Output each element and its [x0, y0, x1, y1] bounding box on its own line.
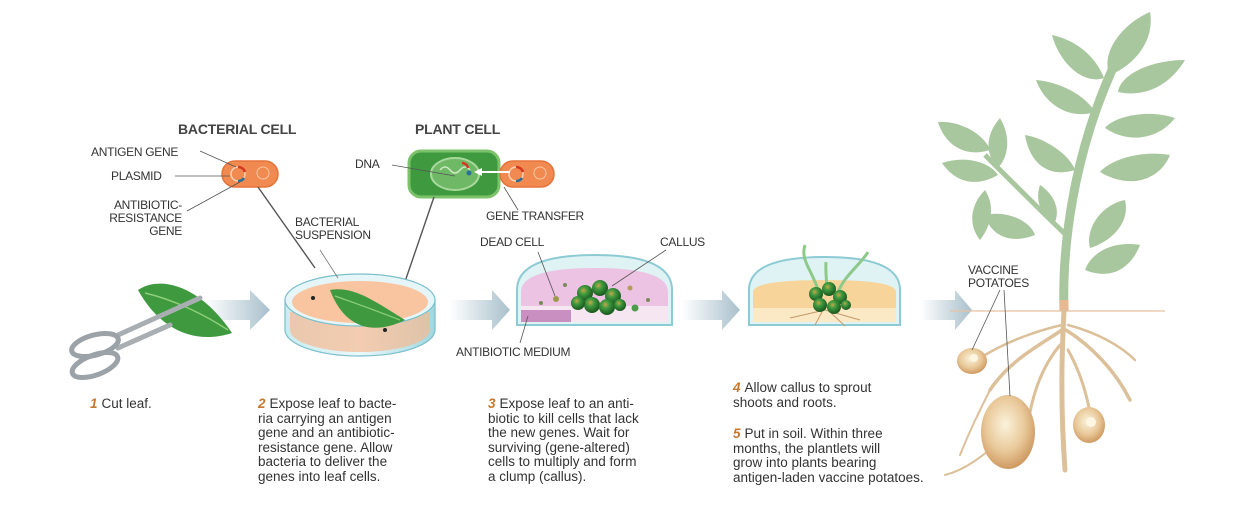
potato-plant-illustration [938, 12, 1185, 476]
step-number: 2 [258, 396, 266, 411]
step-number: 5 [733, 426, 741, 441]
scissors-and-leaf-illustration [69, 283, 232, 380]
sprout-dish-illustration [748, 244, 901, 327]
bacterial-suspension-leader [319, 249, 339, 279]
bacterial-cell-illustration [221, 160, 279, 188]
vaccine-potatoes-label: VACCINE POTATOES [968, 263, 1029, 290]
petri-dish-illustration [284, 273, 436, 357]
potato-leader-lines [971, 289, 1011, 397]
process-arrow-3 [682, 290, 740, 330]
callus-label: CALLUS [660, 235, 705, 249]
process-arrow-4 [920, 290, 972, 330]
antigen-gene-label: ANTIGEN GENE [91, 145, 179, 159]
step-number: 4 [733, 380, 741, 395]
bacterial-suspension-label: BACTERIAL SUSPENSION [295, 215, 371, 242]
process-arrow-2 [450, 290, 510, 330]
bacterial-cell-header: BACTERIAL CELL [178, 121, 297, 137]
callus-cluster [571, 280, 626, 315]
step-number: 1 [90, 396, 98, 411]
dead-cell-label: DEAD CELL [480, 235, 544, 249]
gene-transfer-label: GENE TRANSFER [486, 209, 584, 223]
plant-cell-illustration [407, 149, 555, 199]
step3-leader-lines [519, 249, 667, 344]
dna-label: DNA [355, 157, 380, 171]
antibiotic-dish-illustration [516, 253, 673, 326]
step-number: 3 [488, 396, 496, 411]
plasmid-label: PLASMID [111, 169, 162, 183]
antibiotic-resistance-gene-label: ANTIBIOTIC- RESISTANCE GENE [109, 198, 182, 238]
bacterial-leader-lines [175, 150, 316, 269]
antibiotic-medium-label: ANTIBIOTIC MEDIUM [456, 345, 571, 359]
plant-cell-header: PLANT CELL [415, 121, 501, 137]
